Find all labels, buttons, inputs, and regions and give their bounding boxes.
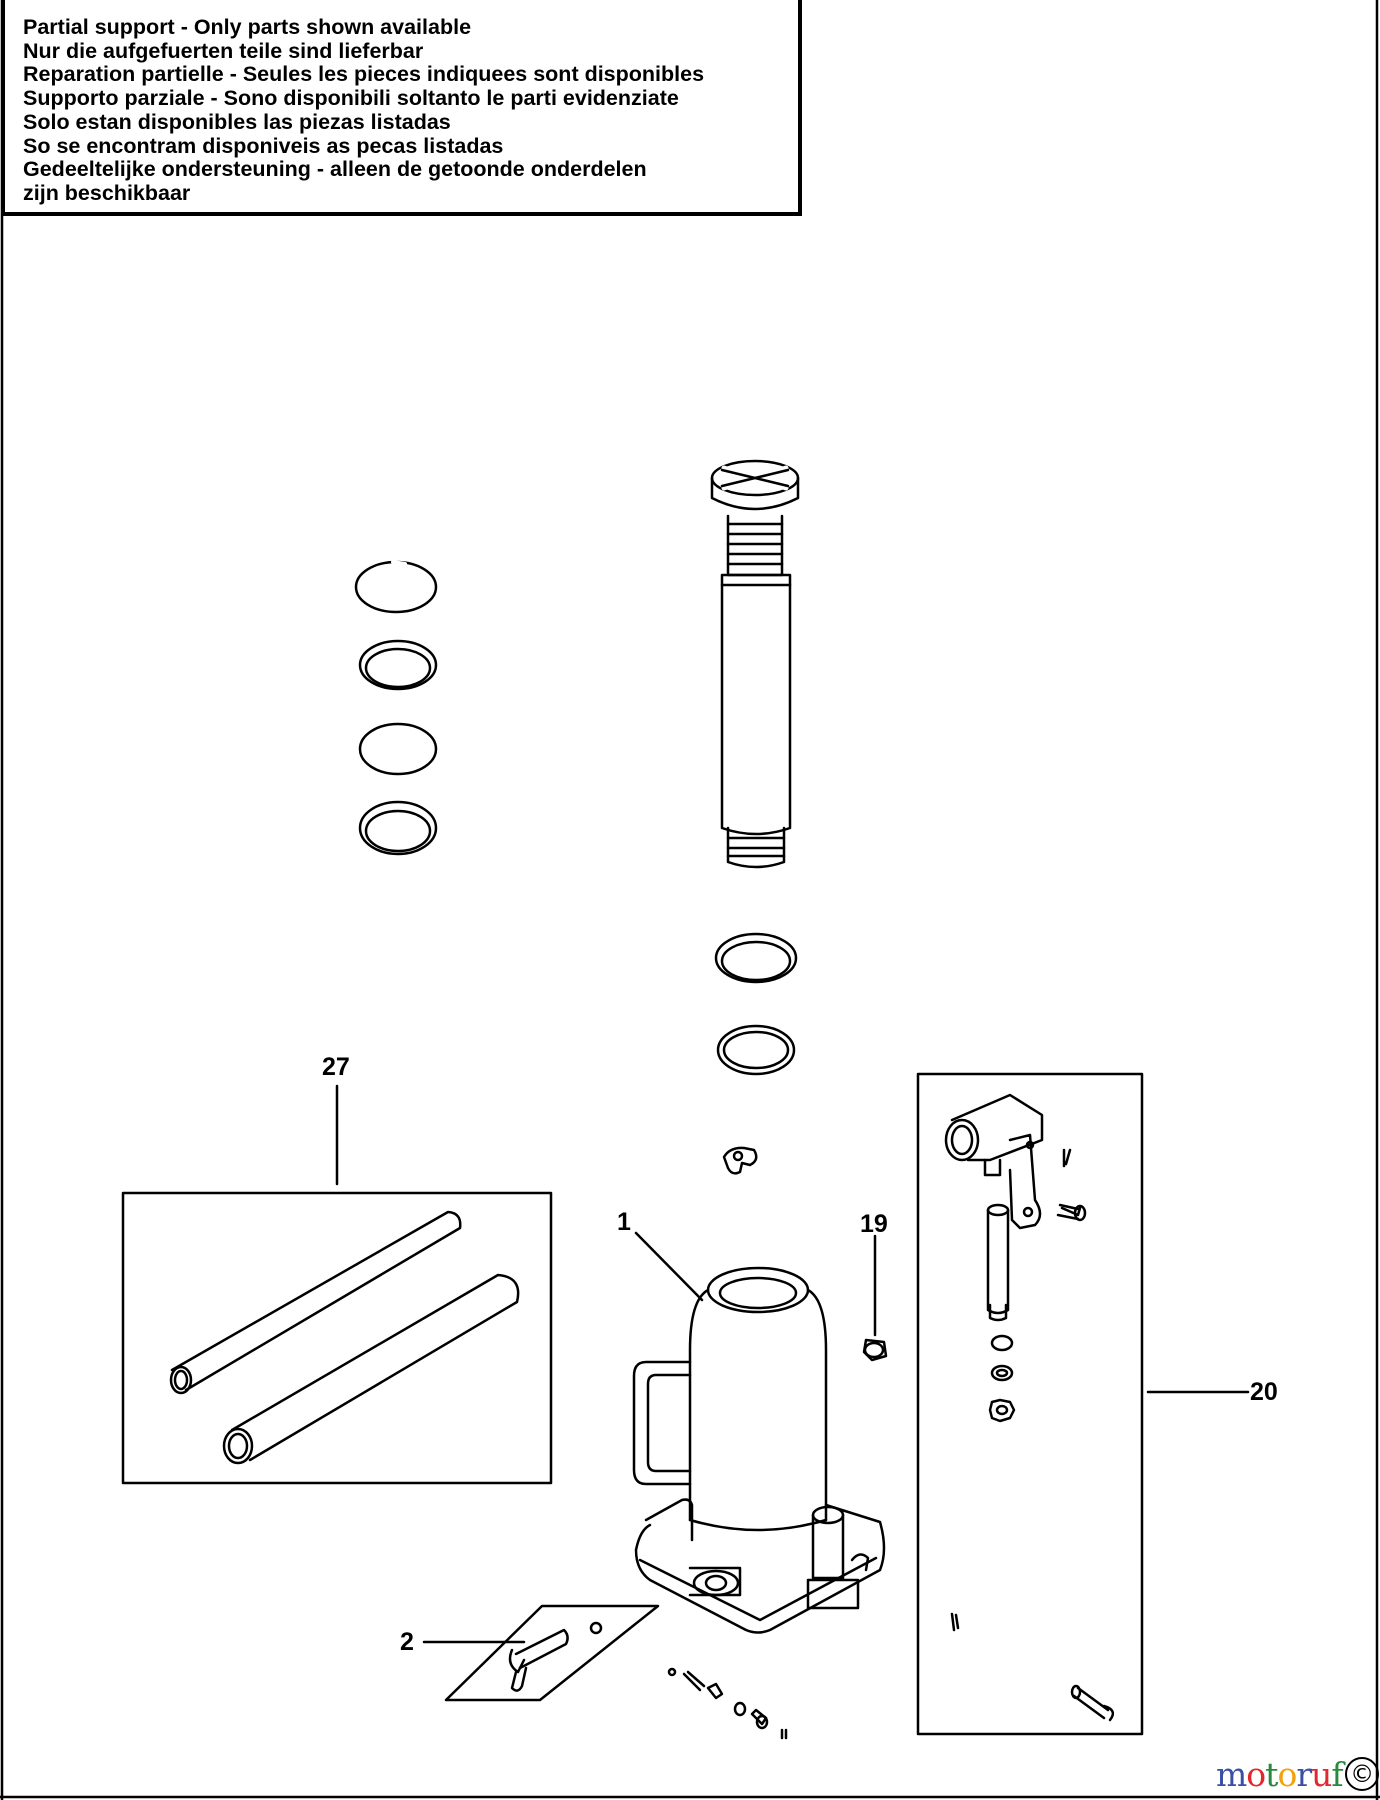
callout-2-label: 2 — [400, 1628, 414, 1656]
watermark-letter: r — [1296, 1755, 1312, 1794]
watermark-letter: u — [1311, 1755, 1332, 1794]
seal-rings-center-column — [714, 932, 798, 1076]
notice-line-en: Partial support - Only parts shown avail… — [23, 15, 472, 39]
callout-1-leader — [634, 1231, 704, 1302]
callout-19-label: 19 — [860, 1210, 888, 1238]
callout-27-label: 27 — [322, 1053, 350, 1081]
notice-lines: Partial support - Only parts shown avail… — [23, 15, 705, 206]
plug-19-illustration — [862, 1338, 888, 1362]
watermark-letter: t — [1265, 1755, 1278, 1794]
small-valve-part — [722, 1146, 758, 1175]
copyright-icon: © — [1344, 1757, 1379, 1791]
watermark-letter: o — [1246, 1755, 1266, 1794]
notice-line-it: Supporto parziale - Sono disponibili sol… — [23, 86, 679, 111]
watermark-letter: m — [1216, 1755, 1247, 1794]
part-20-box — [916, 1072, 1144, 1736]
notice-line-de: Nur die aufgefuerten teile sind lieferba… — [23, 38, 424, 63]
partial-support-notice-box: Partial support - Only parts shown avail… — [2, 0, 802, 216]
callout-20-label: 20 — [1250, 1378, 1278, 1406]
notice-line-nl: Gedeeltelijke ondersteuning - alleen de … — [23, 157, 647, 182]
notice-line-nl-continued: zijn beschikbaar — [23, 180, 191, 205]
jack-body-illustration — [632, 1266, 886, 1634]
watermark-letter: o — [1277, 1755, 1297, 1794]
part-27-box — [121, 1191, 553, 1485]
notice-line-pt: So se encontram disponiveis as pecas lis… — [23, 133, 504, 158]
notice-line-es: Solo estan disponibles las piezas listad… — [23, 109, 451, 134]
motoruf-watermark: motoruf© — [1216, 1757, 1379, 1791]
seal-rings-left-column — [354, 560, 438, 856]
notice-line-fr: Reparation partielle - Seules les pieces… — [23, 62, 705, 87]
release-valve-parts-illustration — [444, 1604, 788, 1740]
pump-assembly-illustration — [944, 1093, 1115, 1722]
ram-screw-illustration — [710, 459, 800, 869]
handle-tubes-illustration — [169, 1210, 520, 1465]
callout-1-label: 1 — [617, 1208, 631, 1236]
watermark-letter: f — [1331, 1755, 1343, 1794]
